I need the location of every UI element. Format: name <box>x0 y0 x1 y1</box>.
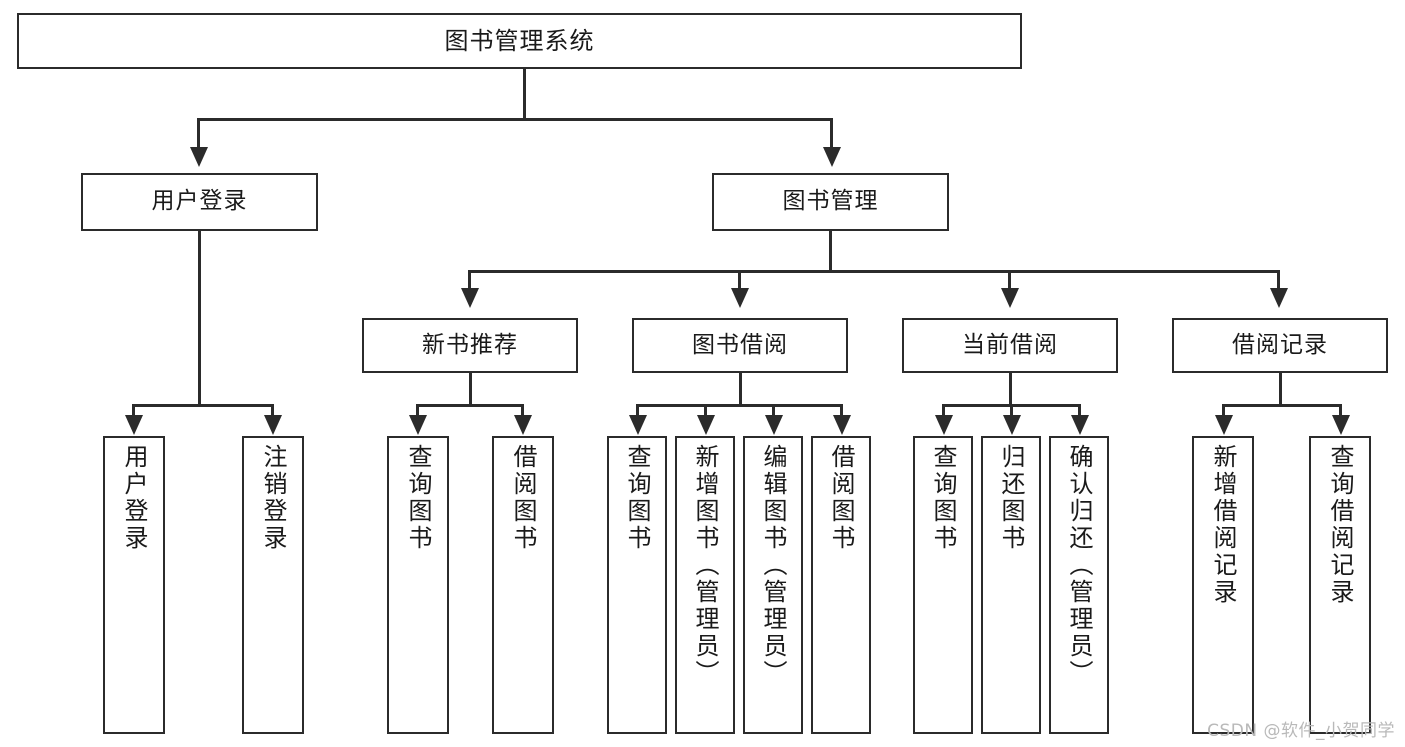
node-label: 借阅图书 <box>509 444 537 552</box>
edge-recommend-bus <box>416 404 524 407</box>
node-label: 用户登录 <box>120 444 148 552</box>
arrow-borrowrecord-to-leaf1-icon <box>1332 415 1350 435</box>
node-label: 编辑图书（管理员） <box>759 444 787 687</box>
node-label: 图书管理 <box>782 188 879 215</box>
edge-login-stem <box>198 231 201 406</box>
node-label: 图书借阅 <box>692 331 788 358</box>
edge-recommend-stem <box>469 373 472 406</box>
node-label: 新增借阅记录 <box>1209 444 1237 606</box>
leaf-recommend-borrow-book[interactable]: 借阅图书 <box>492 436 554 734</box>
leaf-borrow-edit-book-admin[interactable]: 编辑图书（管理员） <box>743 436 803 734</box>
leaf-current-return-book[interactable]: 归还图书 <box>981 436 1041 734</box>
edge-borrowrecord-to-leaf0 <box>1222 404 1225 417</box>
arrow-bookmgmt-to-l3-1-icon <box>731 288 749 308</box>
edge-root-stem <box>523 69 526 118</box>
arrow-bookborrow-to-leaf2-icon <box>765 415 783 435</box>
edge-root-to-login <box>197 118 200 149</box>
node-label: 图书管理系统 <box>444 26 595 55</box>
node-label: 确认归还（管理员） <box>1065 444 1093 687</box>
arrow-currentborrow-to-leaf0-icon <box>935 415 953 435</box>
arrow-bookmgmt-to-l3-0-icon <box>461 288 479 308</box>
leaf-recommend-query-book[interactable]: 查询图书 <box>387 436 449 734</box>
arrow-login-to-leaf1-icon <box>264 415 282 435</box>
watermark-text: CSDN @软件_小贺同学 <box>1207 721 1395 741</box>
edge-bookborrow-stem <box>739 373 742 406</box>
edge-bookborrow-to-leaf3 <box>840 404 843 417</box>
node-current-borrow[interactable]: 当前借阅 <box>902 318 1118 373</box>
edge-currentborrow-stem <box>1009 373 1012 406</box>
leaf-current-confirm-return-admin[interactable]: 确认归还（管理员） <box>1049 436 1109 734</box>
leaf-user-login[interactable]: 用户登录 <box>103 436 165 734</box>
leaf-record-query-borrow-record[interactable]: 查询借阅记录 <box>1309 436 1371 734</box>
node-label: 借阅图书 <box>827 444 855 552</box>
arrow-currentborrow-to-leaf2-icon <box>1071 415 1089 435</box>
edge-bookborrow-to-leaf0 <box>636 404 639 417</box>
leaf-current-query-book[interactable]: 查询图书 <box>913 436 973 734</box>
arrow-recommend-to-leaf0-icon <box>409 415 427 435</box>
leaf-logout-login[interactable]: 注销登录 <box>242 436 304 734</box>
arrow-bookborrow-to-leaf3-icon <box>833 415 851 435</box>
edge-borrowrecord-bus <box>1222 404 1342 407</box>
node-label: 新书推荐 <box>422 331 518 358</box>
edge-bookmgmt-bus <box>468 270 1280 273</box>
edge-bookborrow-bus <box>636 404 842 407</box>
node-label: 查询图书 <box>623 444 651 552</box>
edge-login-to-leaf0 <box>132 404 135 417</box>
node-label: 当前借阅 <box>962 331 1058 358</box>
node-root-system[interactable]: 图书管理系统 <box>17 13 1022 69</box>
node-user-login[interactable]: 用户登录 <box>81 173 318 231</box>
edge-recommend-to-leaf0 <box>416 404 419 417</box>
node-label: 新增图书（管理员） <box>691 444 719 687</box>
arrow-currentborrow-to-leaf1-icon <box>1003 415 1021 435</box>
leaf-record-add-borrow-record[interactable]: 新增借阅记录 <box>1192 436 1254 734</box>
arrow-root-to-login-icon <box>190 147 208 167</box>
edge-recommend-to-leaf1 <box>521 404 524 417</box>
arrow-recommend-to-leaf1-icon <box>514 415 532 435</box>
node-label: 注销登录 <box>259 444 287 552</box>
edge-bookmgmt-to-l3-2 <box>1008 270 1011 290</box>
leaf-borrow-query-book[interactable]: 查询图书 <box>607 436 667 734</box>
edge-login-to-leaf1 <box>271 404 274 417</box>
edge-currentborrow-to-leaf1 <box>1010 404 1013 417</box>
node-book-borrow[interactable]: 图书借阅 <box>632 318 848 373</box>
edge-bookborrow-to-leaf1 <box>704 404 707 417</box>
edge-bookborrow-to-leaf2 <box>772 404 775 417</box>
leaf-borrow-borrow-book[interactable]: 借阅图书 <box>811 436 871 734</box>
node-label: 借阅记录 <box>1232 331 1328 358</box>
edge-bookmgmt-to-l3-0 <box>468 270 471 290</box>
node-label: 归还图书 <box>997 444 1025 552</box>
edge-bookmgmt-to-l3-3 <box>1277 270 1280 290</box>
node-new-book-recommend[interactable]: 新书推荐 <box>362 318 578 373</box>
edge-borrowrecord-to-leaf1 <box>1339 404 1342 417</box>
node-label: 查询借阅记录 <box>1326 444 1354 606</box>
node-label: 查询图书 <box>929 444 957 552</box>
arrow-root-to-bookmgmt-icon <box>823 147 841 167</box>
edge-root-to-bookmgmt <box>830 118 833 149</box>
edge-currentborrow-to-leaf2 <box>1078 404 1081 417</box>
node-book-management[interactable]: 图书管理 <box>712 173 949 231</box>
edge-currentborrow-to-leaf0 <box>942 404 945 417</box>
arrow-login-to-leaf0-icon <box>125 415 143 435</box>
edge-root-bus <box>197 118 833 121</box>
edge-login-bus <box>132 404 272 407</box>
node-label: 查询图书 <box>404 444 432 552</box>
arrow-bookborrow-to-leaf0-icon <box>629 415 647 435</box>
arrow-bookmgmt-to-l3-2-icon <box>1001 288 1019 308</box>
arrow-borrowrecord-to-leaf0-icon <box>1215 415 1233 435</box>
arrow-bookborrow-to-leaf1-icon <box>697 415 715 435</box>
edge-bookmgmt-stem <box>829 231 832 272</box>
edge-borrowrecord-stem <box>1279 373 1282 406</box>
arrow-bookmgmt-to-l3-3-icon <box>1270 288 1288 308</box>
leaf-borrow-add-book-admin[interactable]: 新增图书（管理员） <box>675 436 735 734</box>
edge-bookmgmt-to-l3-1 <box>738 270 741 290</box>
node-label: 用户登录 <box>151 188 248 215</box>
node-borrow-record[interactable]: 借阅记录 <box>1172 318 1388 373</box>
